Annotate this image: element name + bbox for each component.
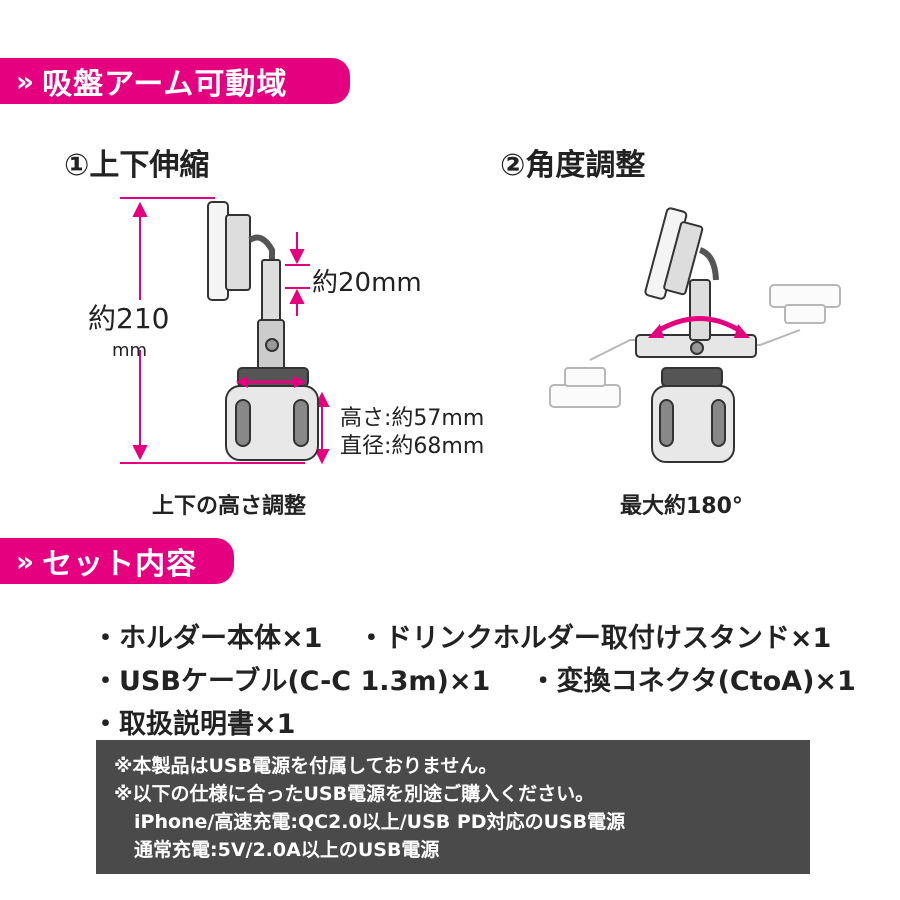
holder-illustration-right [549, 207, 841, 463]
list-item: ・変換コネクタ(CtoA)×1 [529, 666, 856, 697]
left-heading: ①上下伸縮 [64, 148, 210, 183]
double-chevron-icon: » [16, 544, 34, 578]
notice-line: iPhone/高速充電:QC2.0以上/USB PD対応のUSB電源 [134, 811, 626, 833]
dimension-total-length: 約210 mm [88, 302, 170, 362]
list-item: ・ドリンクホルダー取付けスタンド×1 [357, 623, 832, 654]
dimension-height: 高さ:約57mm [340, 406, 485, 431]
section-banner-contents: » セット内容 [0, 538, 234, 584]
dimension-diameter: 直径:約68mm [340, 434, 485, 459]
section-title: セット内容 [42, 547, 198, 582]
list-item-row: ・USBケーブル(C-C 1.3m)×1 ・変換コネクタ(CtoA)×1 [92, 659, 856, 702]
list-item-row: ・ホルダー本体×1 ・ドリンクホルダー取付けスタンド×1 [92, 616, 856, 659]
dimension-lines-left [120, 197, 330, 465]
section-banner-movable-range: » 吸盤アーム可動域 [0, 58, 350, 104]
product-illustrations [120, 197, 841, 465]
list-item: ・ホルダー本体×1 [92, 623, 323, 654]
left-caption: 上下の高さ調整 [152, 494, 307, 519]
notice-line: 通常充電:5V/2.0A以上のUSB電源 [134, 839, 440, 861]
section-title: 吸盤アーム可動域 [42, 67, 288, 102]
contents-list: ・ホルダー本体×1 ・ドリンクホルダー取付けスタンド×1 ・USBケーブル(C-… [92, 616, 856, 745]
notice-line: ※以下の仕様に合ったUSB電源を別途ご購入ください。 [114, 783, 595, 805]
list-item: ・USBケーブル(C-C 1.3m)×1 [92, 666, 491, 697]
list-item-row: ・取扱説明書×1 [92, 702, 856, 745]
holder-illustration-left [207, 201, 319, 461]
list-item: ・取扱説明書×1 [92, 709, 296, 740]
right-caption: 最大約180° [620, 494, 743, 519]
right-heading: ②角度調整 [500, 148, 646, 183]
notice-box: ※本製品はUSB電源を付属しておりません。 ※以下の仕様に合ったUSB電源を別途… [96, 740, 810, 874]
dimension-stroke: 約20mm [312, 268, 422, 298]
notice-line: ※本製品はUSB電源を付属しておりません。 [114, 755, 498, 777]
